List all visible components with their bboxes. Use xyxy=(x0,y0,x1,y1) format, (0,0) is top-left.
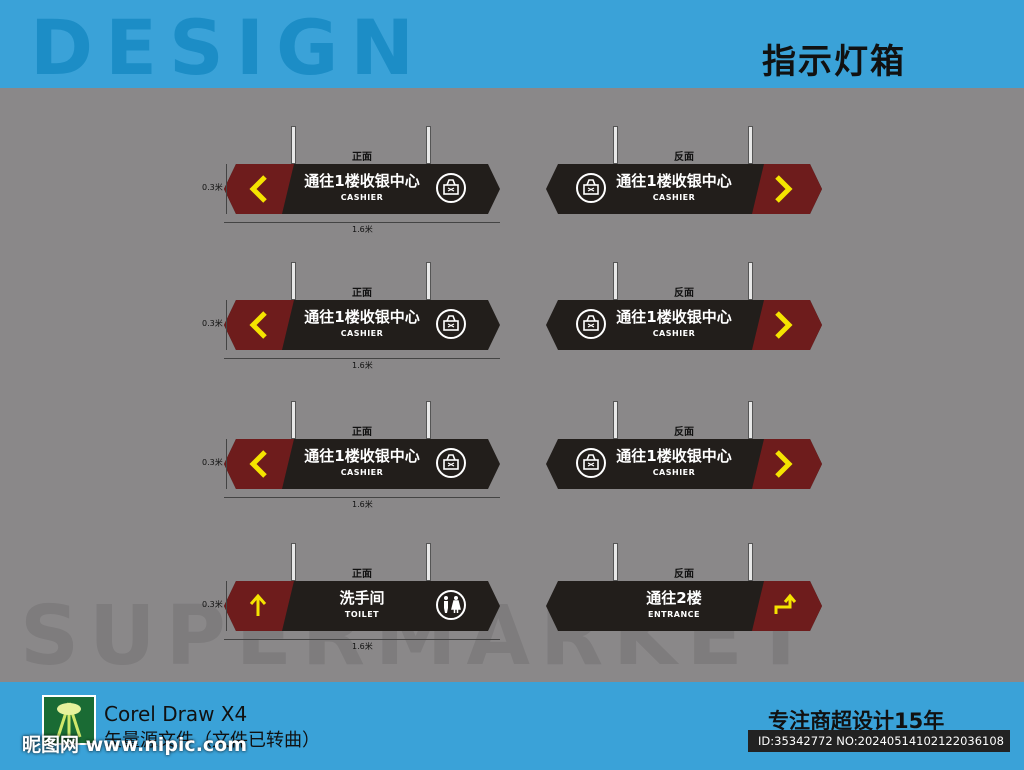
cashier-icon xyxy=(576,173,606,203)
mount-pole xyxy=(613,543,618,581)
arrow-right-icon xyxy=(546,439,822,489)
sign-text-en: CASHIER xyxy=(652,329,696,338)
arrow-left-icon xyxy=(224,300,500,350)
sign-board: 通往2楼 ENTRANCE xyxy=(546,581,822,631)
footer-band xyxy=(0,682,1024,770)
image-id-bar: ID:35342772 NO:20240514102122036108 xyxy=(748,730,1010,752)
cashier-icon xyxy=(576,309,606,339)
dimension-width-line xyxy=(224,639,500,640)
sign-1: 正面通往1楼收银中心 CASHIER xyxy=(224,126,500,214)
dimension-height-line xyxy=(226,581,227,631)
sign-text-en: CASHIER xyxy=(340,468,384,477)
arrow-up-icon xyxy=(224,581,500,631)
header-band xyxy=(0,0,1024,88)
mount-pole xyxy=(291,543,296,581)
dimension-height: 0.3米 xyxy=(202,600,223,609)
sign-side-label: 反面 xyxy=(674,569,694,580)
sign-side-label: 正面 xyxy=(352,427,372,438)
sign-text-en: ENTRANCE xyxy=(648,610,700,619)
dimension-width-line xyxy=(224,497,500,498)
sign-text-en: CASHIER xyxy=(652,193,696,202)
sign-side-label: 反面 xyxy=(674,288,694,299)
mount-pole xyxy=(613,401,618,439)
mount-pole xyxy=(748,401,753,439)
toilet-icon xyxy=(436,590,466,620)
sign-text-cn: 通往1楼收银中心 xyxy=(304,308,420,326)
mount-pole xyxy=(748,262,753,300)
sign-text-cn: 通往1楼收银中心 xyxy=(304,172,420,190)
dimension-height: 0.3米 xyxy=(202,183,223,192)
page-title: 指示灯箱 xyxy=(762,42,906,82)
mount-pole xyxy=(426,543,431,581)
sign-board: 通往1楼收银中心 CASHIER xyxy=(224,439,500,489)
dimension-width: 1.6米 xyxy=(352,500,373,509)
dimension-height-line xyxy=(226,300,227,350)
sign-text-cn: 通往1楼收银中心 xyxy=(616,308,732,326)
sign-4: 反面通往1楼收银中心 CASHIER xyxy=(546,262,822,350)
sign-board: 洗手间 TOILET xyxy=(224,581,500,631)
sign-text-en: CASHIER xyxy=(340,193,384,202)
dimension-height: 0.3米 xyxy=(202,458,223,467)
mount-pole xyxy=(748,543,753,581)
mount-pole xyxy=(426,126,431,164)
sign-text-cn: 通往1楼收银中心 xyxy=(304,447,420,465)
sign-text-cn: 洗手间 xyxy=(339,589,385,607)
cashier-icon xyxy=(436,448,466,478)
sign-3: 正面通往1楼收银中心 CASHIER xyxy=(224,262,500,350)
dimension-width-line xyxy=(224,222,500,223)
arrow-right-icon xyxy=(546,300,822,350)
coreldraw-logo-icon xyxy=(42,695,96,745)
mount-pole xyxy=(426,262,431,300)
sign-5: 正面通往1楼收银中心 CASHIER xyxy=(224,401,500,489)
dimension-width: 1.6米 xyxy=(352,361,373,370)
sign-side-label: 正面 xyxy=(352,152,372,163)
sign-board: 通往1楼收银中心 CASHIER xyxy=(224,164,500,214)
sign-board: 通往1楼收银中心 CASHIER xyxy=(224,300,500,350)
dimension-width-line xyxy=(224,358,500,359)
dimension-width: 1.6米 xyxy=(352,642,373,651)
sign-side-label: 反面 xyxy=(674,152,694,163)
sign-board: 通往1楼收银中心 CASHIER xyxy=(546,164,822,214)
mount-pole xyxy=(426,401,431,439)
dimension-height-line xyxy=(226,164,227,214)
sign-text-cn: 通往1楼收银中心 xyxy=(616,172,732,190)
mount-pole xyxy=(291,262,296,300)
mount-pole xyxy=(291,126,296,164)
arrow-up-right-icon xyxy=(546,581,822,631)
sign-side-label: 反面 xyxy=(674,427,694,438)
arrow-left-icon xyxy=(224,164,500,214)
arrow-right-icon xyxy=(546,164,822,214)
mount-pole xyxy=(748,126,753,164)
file-note: 矢量源文件（文件已转曲） xyxy=(104,730,320,751)
software-name: Corel Draw X4 xyxy=(104,702,248,726)
dimension-height-line xyxy=(226,439,227,489)
sign-2: 反面通往1楼收银中心 CASHIER xyxy=(546,126,822,214)
sign-text-cn: 通往1楼收银中心 xyxy=(616,447,732,465)
sign-side-label: 正面 xyxy=(352,288,372,299)
cashier-icon xyxy=(436,309,466,339)
mount-pole xyxy=(291,401,296,439)
sign-side-label: 正面 xyxy=(352,569,372,580)
sign-text-en: CASHIER xyxy=(652,468,696,477)
cashier-icon xyxy=(576,448,606,478)
sign-6: 反面通往1楼收银中心 CASHIER xyxy=(546,401,822,489)
sign-8: 反面通往2楼 ENTRANCE xyxy=(546,543,822,631)
sign-7: 正面洗手间 TOILET xyxy=(224,543,500,631)
dimension-width: 1.6米 xyxy=(352,225,373,234)
sign-board: 通往1楼收银中心 CASHIER xyxy=(546,300,822,350)
slogan: 专注商超设计15年 xyxy=(768,709,945,733)
site-watermark: 昵图网 www.nipic.com xyxy=(22,734,248,756)
mount-pole xyxy=(613,126,618,164)
design-wordmark: DESIGN xyxy=(30,3,427,92)
dimension-height: 0.3米 xyxy=(202,319,223,328)
sign-text-cn: 通往2楼 xyxy=(646,589,702,607)
cashier-icon xyxy=(436,173,466,203)
mount-pole xyxy=(613,262,618,300)
sign-text-en: CASHIER xyxy=(340,329,384,338)
sign-board: 通往1楼收银中心 CASHIER xyxy=(546,439,822,489)
sign-text-en: TOILET xyxy=(344,610,380,619)
arrow-left-icon xyxy=(224,439,500,489)
